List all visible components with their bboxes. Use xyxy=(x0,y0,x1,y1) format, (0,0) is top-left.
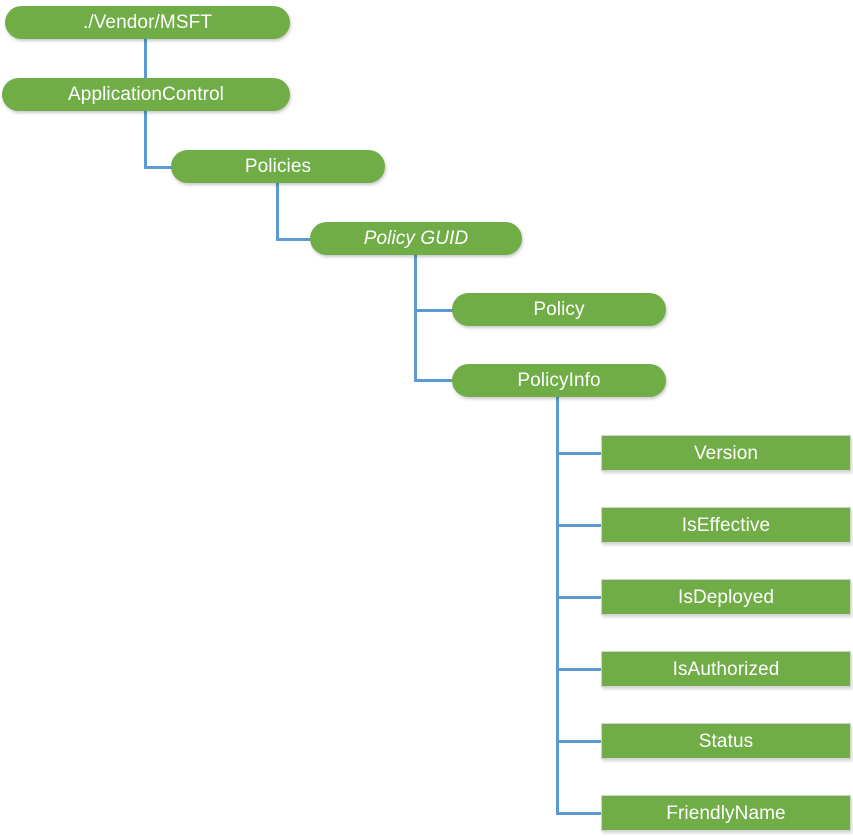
node-label: ApplicationControl xyxy=(68,84,224,105)
node-vendor-msft[interactable]: ./Vendor/MSFT xyxy=(5,6,290,39)
node-label: Status xyxy=(698,730,754,752)
node-label: PolicyInfo xyxy=(517,370,601,391)
connector-policyguid-to-policy xyxy=(414,309,456,312)
node-label: IsAuthorized xyxy=(672,658,780,680)
connector-policyinfo-to-isauthorized xyxy=(556,668,602,671)
connector-policyinfo-to-isdeployed xyxy=(556,596,602,599)
connector-vendor-to-applicationcontrol xyxy=(144,38,147,79)
node-policy[interactable]: Policy xyxy=(452,293,666,326)
connector-policyinfo-to-iseffective xyxy=(556,524,602,527)
node-policy-guid[interactable]: Policy GUID xyxy=(310,222,522,255)
connector-policyinfo-to-friendlyname xyxy=(556,812,602,815)
connector-applicationcontrol-to-policies-vertical xyxy=(144,110,147,169)
node-friendly-name[interactable]: FriendlyName xyxy=(601,795,851,831)
node-label: Policy GUID xyxy=(363,228,469,249)
node-is-deployed[interactable]: IsDeployed xyxy=(601,579,851,615)
connector-applicationcontrol-to-policies-horizontal xyxy=(144,166,174,169)
node-label: Policies xyxy=(244,156,312,177)
connector-policies-to-policyguid-vertical xyxy=(276,183,279,241)
connector-policies-to-policyguid-horizontal xyxy=(276,238,314,241)
connector-policyinfo-to-status xyxy=(556,740,602,743)
node-label: ./Vendor/MSFT xyxy=(82,12,213,33)
node-label: IsEffective xyxy=(681,514,771,536)
node-label: Version xyxy=(693,442,759,464)
node-is-authorized[interactable]: IsAuthorized xyxy=(601,651,851,687)
node-label: Policy xyxy=(533,299,585,320)
connector-policyguid-trunk xyxy=(414,255,417,381)
node-application-control[interactable]: ApplicationControl xyxy=(2,78,290,111)
node-version[interactable]: Version xyxy=(601,435,851,471)
node-is-effective[interactable]: IsEffective xyxy=(601,507,851,543)
connector-policyinfo-to-version xyxy=(556,452,602,455)
connector-policyguid-to-policyinfo xyxy=(414,379,456,382)
node-policies[interactable]: Policies xyxy=(171,150,385,183)
connector-policyinfo-trunk xyxy=(556,397,559,815)
node-label: IsDeployed xyxy=(677,586,775,608)
node-label: FriendlyName xyxy=(666,802,786,824)
node-status[interactable]: Status xyxy=(601,723,851,759)
node-policy-info[interactable]: PolicyInfo xyxy=(452,364,666,397)
